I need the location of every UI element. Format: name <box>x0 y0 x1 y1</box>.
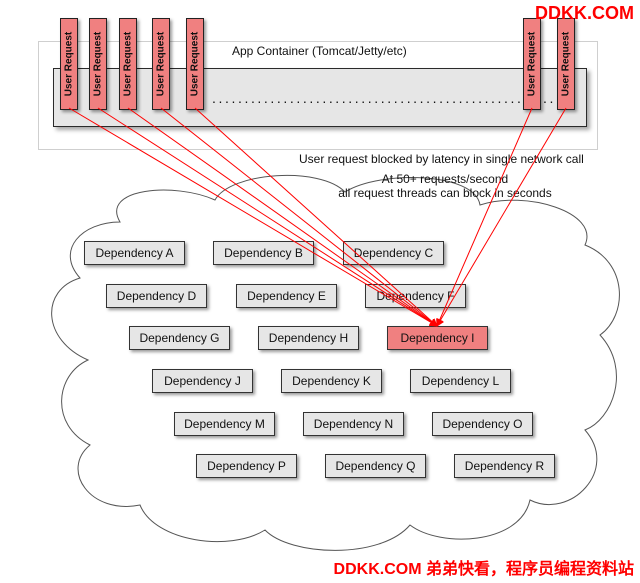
blocked-note: User request blocked by latency in singl… <box>299 152 584 166</box>
dependency-box: Dependency H <box>258 326 359 350</box>
dependency-box-latent: Dependency I <box>387 326 488 350</box>
dependency-box: Dependency M <box>174 412 275 436</box>
rate-note-line1: At 50+ requests/second <box>381 172 509 186</box>
app-container-title: App Container (Tomcat/Jetty/etc) <box>232 44 407 58</box>
dependency-box: Dependency R <box>454 454 555 478</box>
rate-note-line2: all request threads can block in seconds <box>338 186 552 200</box>
dependency-box: Dependency P <box>196 454 297 478</box>
user-request-box: User Request <box>89 18 107 110</box>
more-requests-ellipsis: ........................................… <box>212 90 576 106</box>
user-request-box: User Request <box>523 18 541 110</box>
dependency-box: Dependency K <box>281 369 382 393</box>
dependency-box: Dependency D <box>106 284 207 308</box>
dependency-box: Dependency O <box>432 412 533 436</box>
dependency-box: Dependency L <box>410 369 511 393</box>
dependency-box: Dependency J <box>152 369 253 393</box>
watermark-top: DDKK.COM <box>535 3 634 23</box>
dependency-box: Dependency B <box>213 241 314 265</box>
dependency-box: Dependency F <box>365 284 466 308</box>
dependency-box: Dependency A <box>84 241 185 265</box>
dependency-box: Dependency C <box>343 241 444 265</box>
dependency-box: Dependency E <box>236 284 337 308</box>
user-request-box: User Request <box>557 18 575 110</box>
dependency-box: Dependency N <box>303 412 404 436</box>
watermark-bottom: DDKK.COM 弟弟快看，程序员编程资料站 <box>333 561 634 578</box>
dependency-box: Dependency Q <box>325 454 426 478</box>
user-request-box: User Request <box>119 18 137 110</box>
user-request-box: User Request <box>152 18 170 110</box>
user-request-box: User Request <box>60 18 78 110</box>
dependency-box: Dependency G <box>129 326 230 350</box>
user-request-box: User Request <box>186 18 204 110</box>
